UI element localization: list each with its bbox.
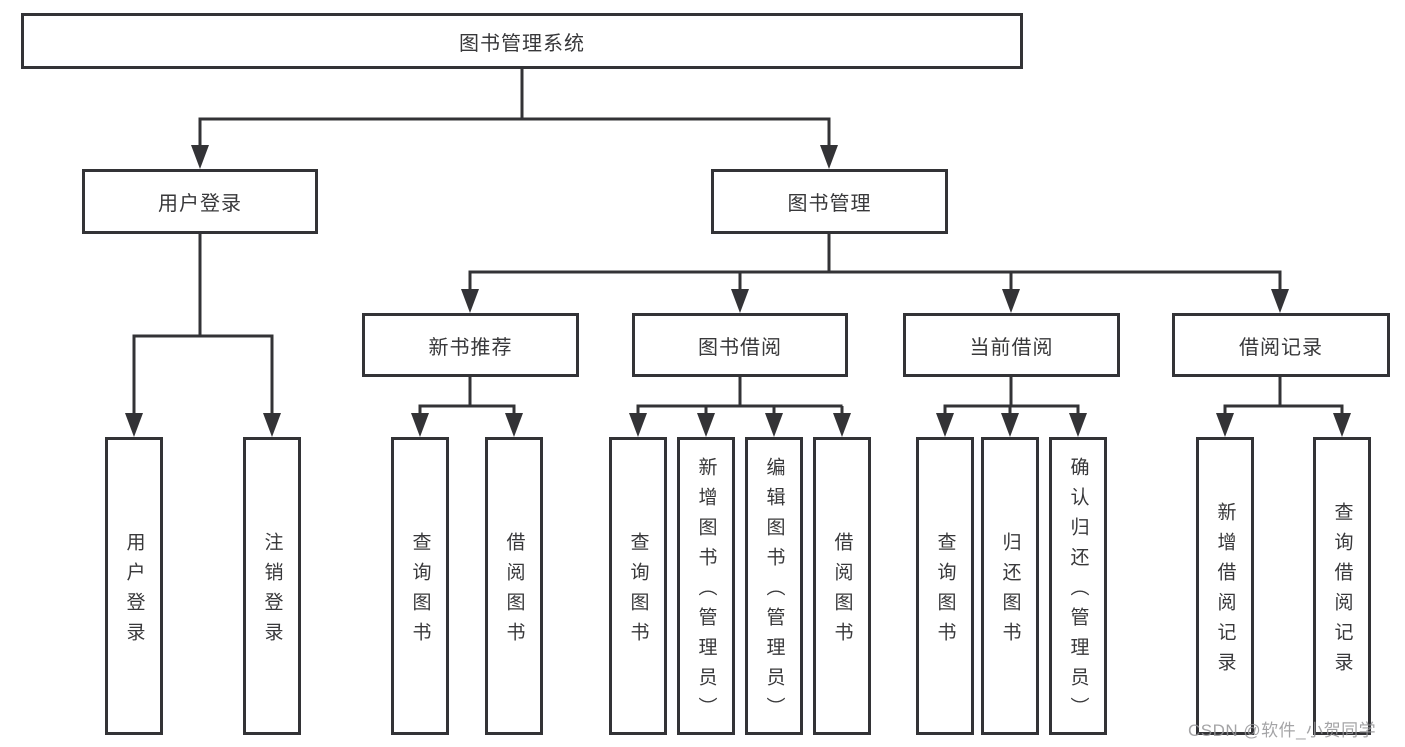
leaf-logout: 注销登录 <box>243 437 301 735</box>
leaf-label: 用户登录 <box>123 531 145 652</box>
leaf-borrow-books-under-borrowing: 借阅图书 <box>813 437 871 735</box>
leaf-label: 查询借阅记录 <box>1331 501 1353 682</box>
node-book-borrowing: 图书借阅 <box>632 313 848 377</box>
node-library-management-system: 图书管理系统 <box>21 13 1023 69</box>
node-new-book-recommend: 新书推荐 <box>362 313 579 377</box>
leaf-query-books-under-current: 查询图书 <box>916 437 974 735</box>
leaf-query-books-under-recommend: 查询图书 <box>391 437 449 735</box>
node-book-management: 图书管理 <box>711 169 948 234</box>
leaf-label: 查询图书 <box>627 531 649 652</box>
connector-current-borrow-children <box>936 377 1087 437</box>
node-user-login: 用户登录 <box>82 169 318 234</box>
csdn-watermark: CSDN @软件_小贺同学 <box>1188 721 1377 740</box>
leaf-add-book-admin: 新增图书（管理员） <box>677 437 735 735</box>
leaf-confirm-return-admin: 确认归还（管理员） <box>1049 437 1107 735</box>
connector-new-book-rec-children <box>411 377 523 437</box>
leaf-label: 新增图书（管理员） <box>695 456 717 727</box>
leaf-borrow-books-under-recommend: 借阅图书 <box>485 437 543 735</box>
leaf-add-borrow-record: 新增借阅记录 <box>1196 437 1254 735</box>
connector-user-login-children <box>125 234 281 437</box>
leaf-label: 借阅图书 <box>503 531 525 652</box>
leaf-label: 确认归还（管理员） <box>1067 456 1089 727</box>
connector-root-children <box>191 69 838 169</box>
leaf-label: 新增借阅记录 <box>1214 501 1236 682</box>
leaf-label: 注销登录 <box>261 531 283 652</box>
leaf-query-borrow-record: 查询借阅记录 <box>1313 437 1371 735</box>
leaf-label: 编辑图书（管理员） <box>763 456 785 727</box>
node-borrowing-records: 借阅记录 <box>1172 313 1390 377</box>
connector-book-borrow-children <box>629 377 851 437</box>
leaf-label: 查询图书 <box>934 531 956 652</box>
leaf-query-books-under-borrowing: 查询图书 <box>609 437 667 735</box>
leaf-label: 查询图书 <box>409 531 431 652</box>
connector-book-mgmt-children <box>461 234 1289 313</box>
connector-borrow-records-children <box>1216 377 1351 437</box>
leaf-user-login: 用户登录 <box>105 437 163 735</box>
leaf-label: 归还图书 <box>999 531 1021 652</box>
leaf-return-book: 归还图书 <box>981 437 1039 735</box>
node-current-borrowing: 当前借阅 <box>903 313 1120 377</box>
leaf-label: 借阅图书 <box>831 531 853 652</box>
leaf-edit-book-admin: 编辑图书（管理员） <box>745 437 803 735</box>
